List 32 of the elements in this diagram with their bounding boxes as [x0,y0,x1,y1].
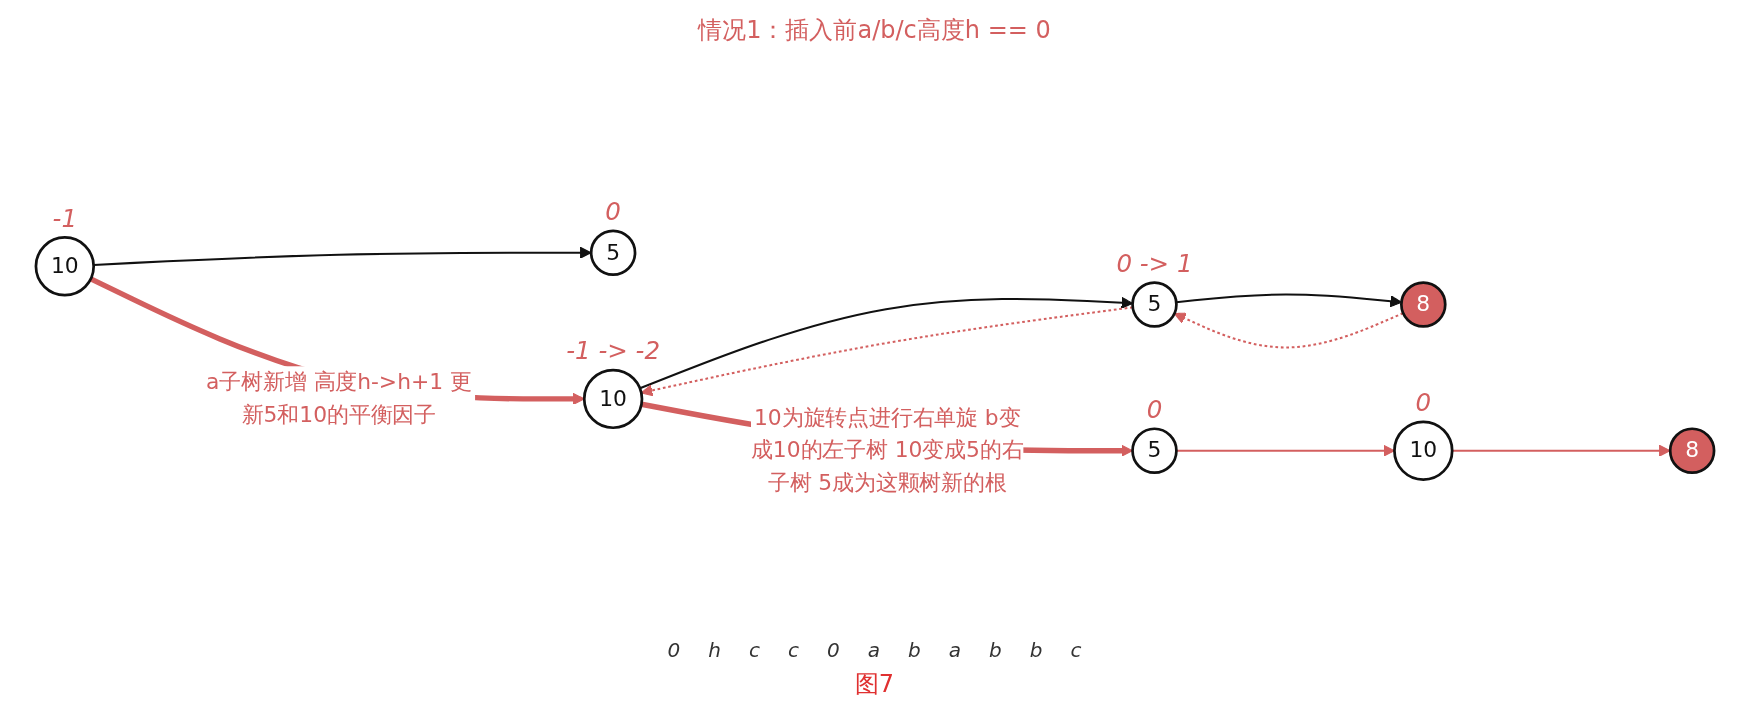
diagram-title: 情况1：插入前a/b/c高度h == 0 [698,15,1051,46]
node-circle: 8 [1668,427,1715,475]
arrow [1175,444,1395,457]
annotation-text: c [749,638,760,662]
annotation-text: h [708,638,721,662]
balance-factor: -1 -> -2 [565,336,660,366]
node-circle: 8 [1399,281,1447,328]
balance-factor: -1 [52,203,77,233]
annotation-text: 0 [827,638,840,662]
arrow [1175,293,1402,308]
annotation-text: c [788,638,799,662]
annotation-text: a [948,638,961,662]
annotation-text: b [989,638,1002,662]
edge-label: a子树新增 高度h->h+1 更新5和10的平衡因子 [205,369,472,428]
annotation-text: c [1070,638,1082,662]
node-circle: 5 [1130,427,1178,475]
node-circle: 5 [1130,281,1178,328]
node-circle: 10 [1392,420,1454,482]
annotation-text: a [867,638,880,662]
figure-caption: 图7 [854,669,895,700]
annotation-text: 0 [667,638,681,662]
balance-factor: 0 [604,197,621,227]
annotation-text: b [908,638,921,662]
balance-factor: 0 -> 1 [1115,248,1193,278]
node-circle: 10 [34,236,95,297]
node-circle: 5 [589,229,636,277]
balance-factor: 0 [1146,395,1162,424]
balance-factor: 0 [1415,388,1431,418]
arrow [639,297,1133,390]
edge-label: 10为旋转点进行右单旋 b变成10的左子树 10变成5的右子树 5成为这颗树新的根 [750,404,1023,496]
annotation-text: b [1029,638,1043,662]
node-circle: 10 [582,368,643,430]
